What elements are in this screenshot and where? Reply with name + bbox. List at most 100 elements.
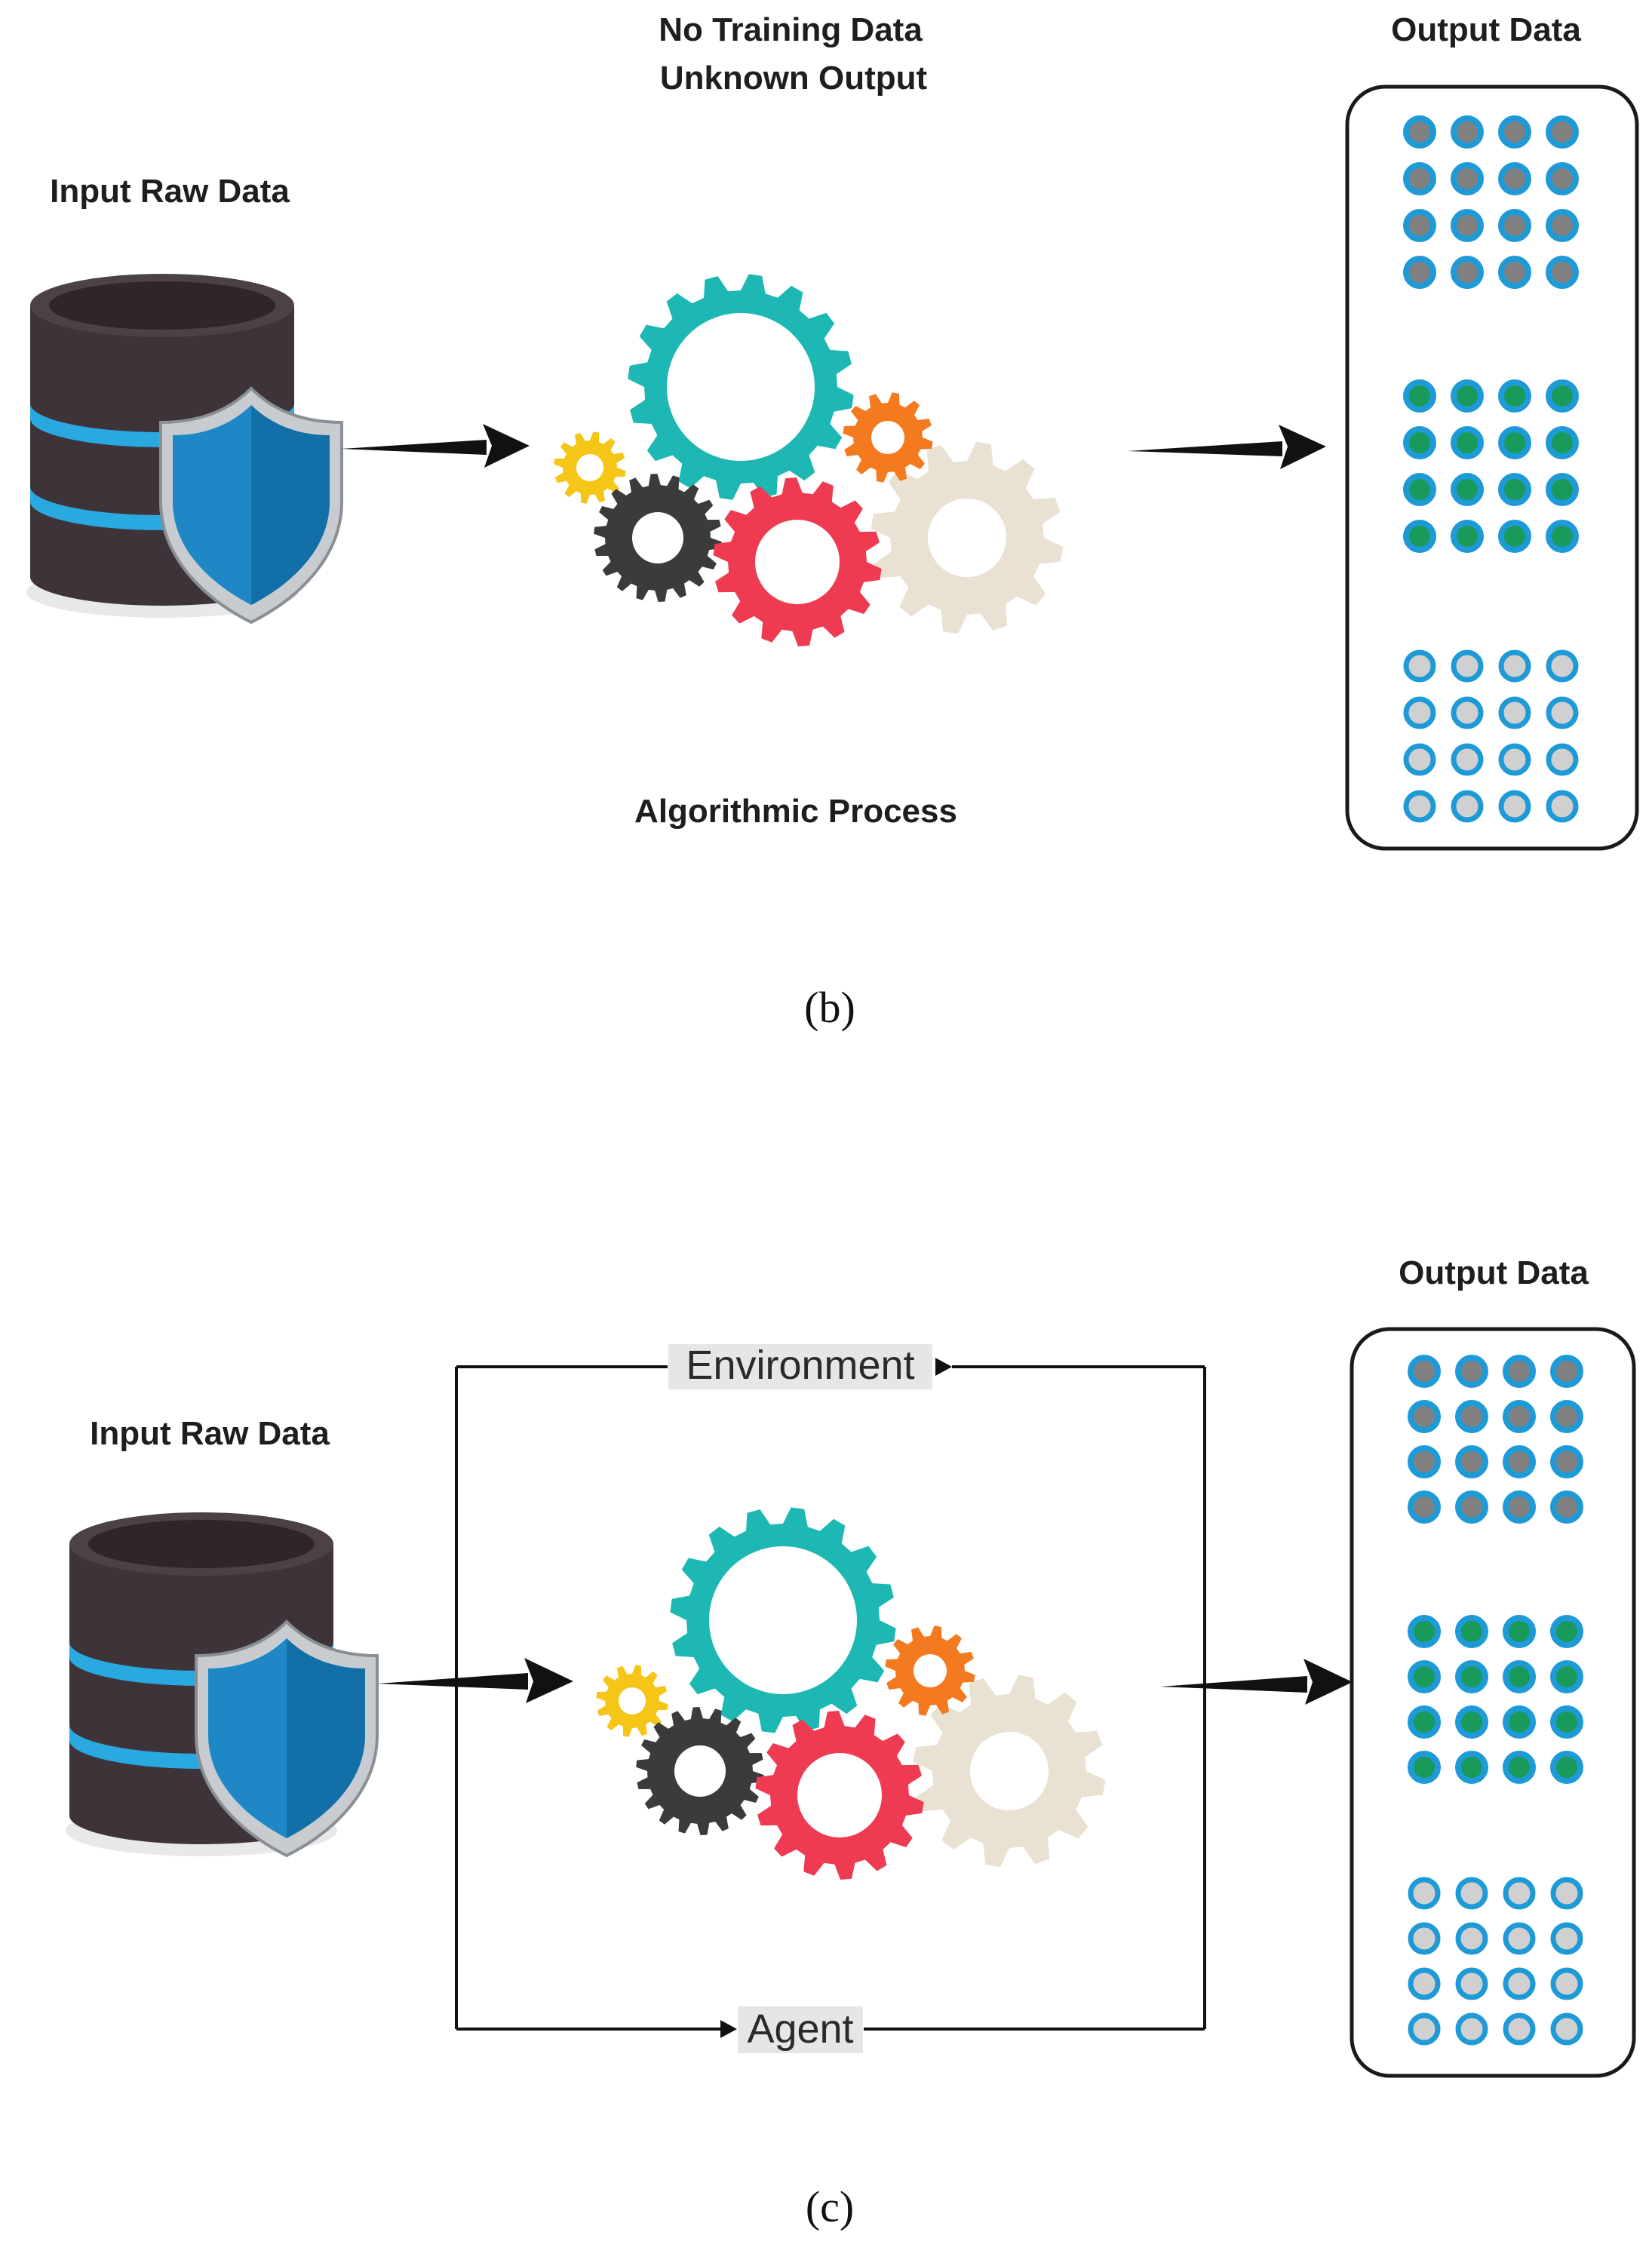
agent-label-bg	[738, 2006, 863, 2053]
output-dot-light	[1408, 1877, 1441, 1910]
output-dot-light	[1451, 790, 1484, 823]
output-dot-light	[1408, 1922, 1441, 1955]
output-dot-gray	[1503, 1355, 1536, 1388]
output-dot-light	[1408, 2012, 1441, 2046]
output-data-label: Output Data	[1391, 11, 1581, 48]
output-dot-green	[1498, 520, 1531, 553]
caption-b: (b)	[804, 983, 855, 1032]
output-dot-light	[1403, 649, 1436, 683]
output-dot-green	[1546, 426, 1579, 459]
gears-cluster	[554, 274, 1064, 646]
output-dot-green	[1498, 473, 1531, 506]
input-arrow	[377, 1658, 573, 1703]
output-dot-light	[1550, 1877, 1583, 1910]
output-dot-light	[1408, 1967, 1441, 2000]
output-dot-light	[1498, 743, 1531, 776]
output-dot-green	[1550, 1705, 1583, 1739]
gear-beige-icon	[871, 441, 1064, 634]
output-arrow	[1128, 425, 1326, 469]
output-dot-gray	[1455, 1400, 1488, 1433]
output-dot-gray	[1550, 1490, 1583, 1524]
output-dot-light	[1403, 743, 1436, 776]
output-dot-gray	[1498, 256, 1531, 289]
gear-yellow-icon	[554, 431, 626, 504]
output-dot-gray	[1550, 1445, 1583, 1478]
output-dot-light	[1550, 1922, 1583, 1955]
output-dot-gray	[1550, 1355, 1583, 1388]
output-dot-light	[1546, 743, 1579, 776]
output-dot-green	[1455, 1751, 1488, 1784]
output-dot-gray	[1503, 1490, 1536, 1524]
output-dot-green	[1503, 1615, 1536, 1648]
output-dot-gray	[1455, 1445, 1488, 1478]
output-dot-gray	[1546, 162, 1579, 195]
output-dot-green	[1451, 426, 1484, 459]
gear-beige-icon	[913, 1675, 1106, 1868]
input-raw-data-label: Input Raw Data	[90, 1415, 330, 1452]
output-dot-light	[1403, 790, 1436, 823]
output-dot-light	[1451, 696, 1484, 729]
caption-c: (c)	[806, 2182, 854, 2231]
output-dot-light	[1455, 1922, 1488, 1955]
output-dot-green	[1451, 520, 1484, 553]
output-dot-green	[1503, 1751, 1536, 1784]
gear-orange-icon	[885, 1625, 975, 1716]
output-dot-light	[1550, 1967, 1583, 2000]
output-dot-gray	[1550, 1400, 1583, 1433]
output-dot-green	[1451, 473, 1484, 506]
output-dot-light	[1451, 743, 1484, 776]
gear-teal-icon	[670, 1507, 896, 1733]
output-dot-gray	[1546, 115, 1579, 149]
output-dot-light	[1550, 2012, 1583, 2046]
output-dot-gray	[1403, 209, 1436, 242]
output-dot-gray	[1503, 1400, 1536, 1433]
input-arrow	[341, 424, 530, 468]
output-dot-green	[1408, 1751, 1441, 1784]
output-dot-green	[1408, 1660, 1441, 1693]
output-dot-green	[1546, 379, 1579, 413]
gear-teal-icon	[628, 274, 854, 500]
output-dot-gray	[1403, 115, 1436, 149]
output-dot-green	[1503, 1660, 1536, 1693]
output-data-box	[1345, 84, 1639, 851]
output-dot-light	[1503, 1922, 1536, 1955]
output-dot-gray	[1498, 162, 1531, 195]
output-dot-green	[1451, 379, 1484, 413]
gear-orange-icon	[843, 392, 933, 483]
output-dot-green	[1550, 1751, 1583, 1784]
output-dot-grid	[1408, 1355, 1583, 2046]
output-dot-green	[1455, 1705, 1488, 1739]
output-dot-gray	[1455, 1355, 1488, 1388]
output-dot-green	[1403, 473, 1436, 506]
output-dot-gray	[1451, 256, 1484, 289]
output-dot-gray	[1408, 1355, 1441, 1388]
output-dot-gray	[1503, 1445, 1536, 1478]
output-dot-light	[1451, 649, 1484, 683]
output-dot-green	[1550, 1660, 1583, 1693]
output-dot-gray	[1451, 115, 1484, 149]
output-dot-green	[1546, 520, 1579, 553]
output-dot-gray	[1498, 115, 1531, 149]
environment-label: Environment	[686, 1343, 914, 1388]
output-dot-light	[1546, 696, 1579, 729]
output-dot-green	[1546, 473, 1579, 506]
output-dot-gray	[1403, 256, 1436, 289]
algorithmic-process-label: Algorithmic Process	[634, 793, 957, 830]
output-dot-green	[1498, 426, 1531, 459]
agent-arrowhead	[720, 2020, 737, 2038]
output-dot-light	[1498, 696, 1531, 729]
no-training-data-label: No Training Data	[659, 11, 923, 48]
output-dot-light	[1503, 1967, 1536, 2000]
gear-red-icon	[755, 1711, 924, 1880]
output-dot-light	[1546, 790, 1579, 823]
output-dot-green	[1408, 1705, 1441, 1739]
output-dot-gray	[1408, 1400, 1441, 1433]
output-dot-gray	[1408, 1490, 1441, 1524]
output-data-label: Output Data	[1399, 1254, 1589, 1291]
output-dot-light	[1403, 696, 1436, 729]
output-dot-light	[1455, 1877, 1488, 1910]
output-dot-green	[1498, 379, 1531, 413]
output-dot-green	[1403, 426, 1436, 459]
output-dot-green	[1455, 1660, 1488, 1693]
